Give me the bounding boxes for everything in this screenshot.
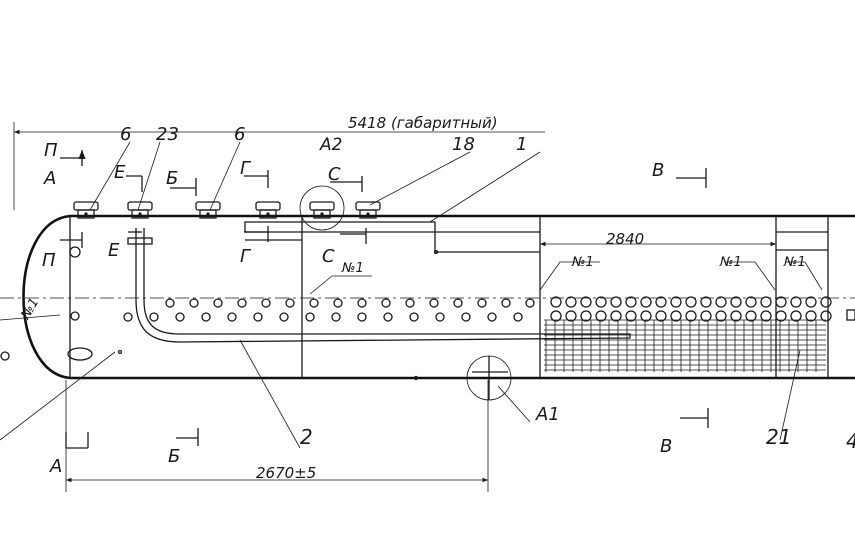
tube-holes — [123, 296, 832, 322]
nozzles — [73, 201, 381, 219]
detail-a2-circle — [299, 185, 345, 231]
label-e-bottom: Е — [108, 240, 120, 261]
internal-pipe — [127, 228, 631, 343]
shell-features — [0, 185, 855, 401]
dim-inner-section: 2840 — [606, 230, 644, 248]
label-p-top: П — [44, 140, 58, 161]
part-6-left: 6 — [120, 124, 131, 145]
leader-lines — [0, 141, 823, 449]
dim-overall: 5418 (габаритный) — [348, 114, 498, 132]
weld-mark-2: №1 — [571, 255, 594, 270]
part-6-right: 6 — [234, 124, 245, 145]
label-b-top: Б — [166, 168, 178, 189]
part-4-edge: 4 — [846, 429, 855, 453]
label-a1: А1 — [535, 404, 560, 425]
weld-mark-1: №1 — [341, 261, 364, 276]
label-c-top: С — [328, 164, 341, 185]
part-18: 18 — [452, 134, 475, 155]
label-c-bottom: С — [322, 246, 335, 267]
label-g-bottom: Г — [240, 246, 252, 267]
label-e-top: Е — [114, 162, 126, 183]
dim-base: 2670±5 — [256, 464, 316, 482]
weld-mark-5: №1 — [18, 296, 42, 323]
part-2: 2 — [300, 425, 313, 449]
weld-mark-4: №1 — [783, 255, 806, 270]
dimension-lines — [13, 122, 776, 492]
label-v-top: В — [652, 160, 664, 181]
label-a-bottom: А — [49, 456, 62, 477]
label-g-top: Г — [240, 158, 252, 179]
label-a2: А2 — [319, 135, 342, 155]
part-1: 1 — [516, 134, 527, 155]
tube-bundle-hatching — [544, 319, 826, 372]
label-v-bottom: В — [660, 436, 672, 457]
label-p-bottom: П — [42, 250, 56, 271]
part-23: 23 — [156, 124, 179, 145]
label-a-top: А — [43, 168, 56, 189]
weld-mark-3: №1 — [719, 255, 742, 270]
section-markers — [60, 150, 709, 449]
part-21: 21 — [766, 425, 791, 449]
label-b-bottom: Б — [168, 446, 180, 467]
